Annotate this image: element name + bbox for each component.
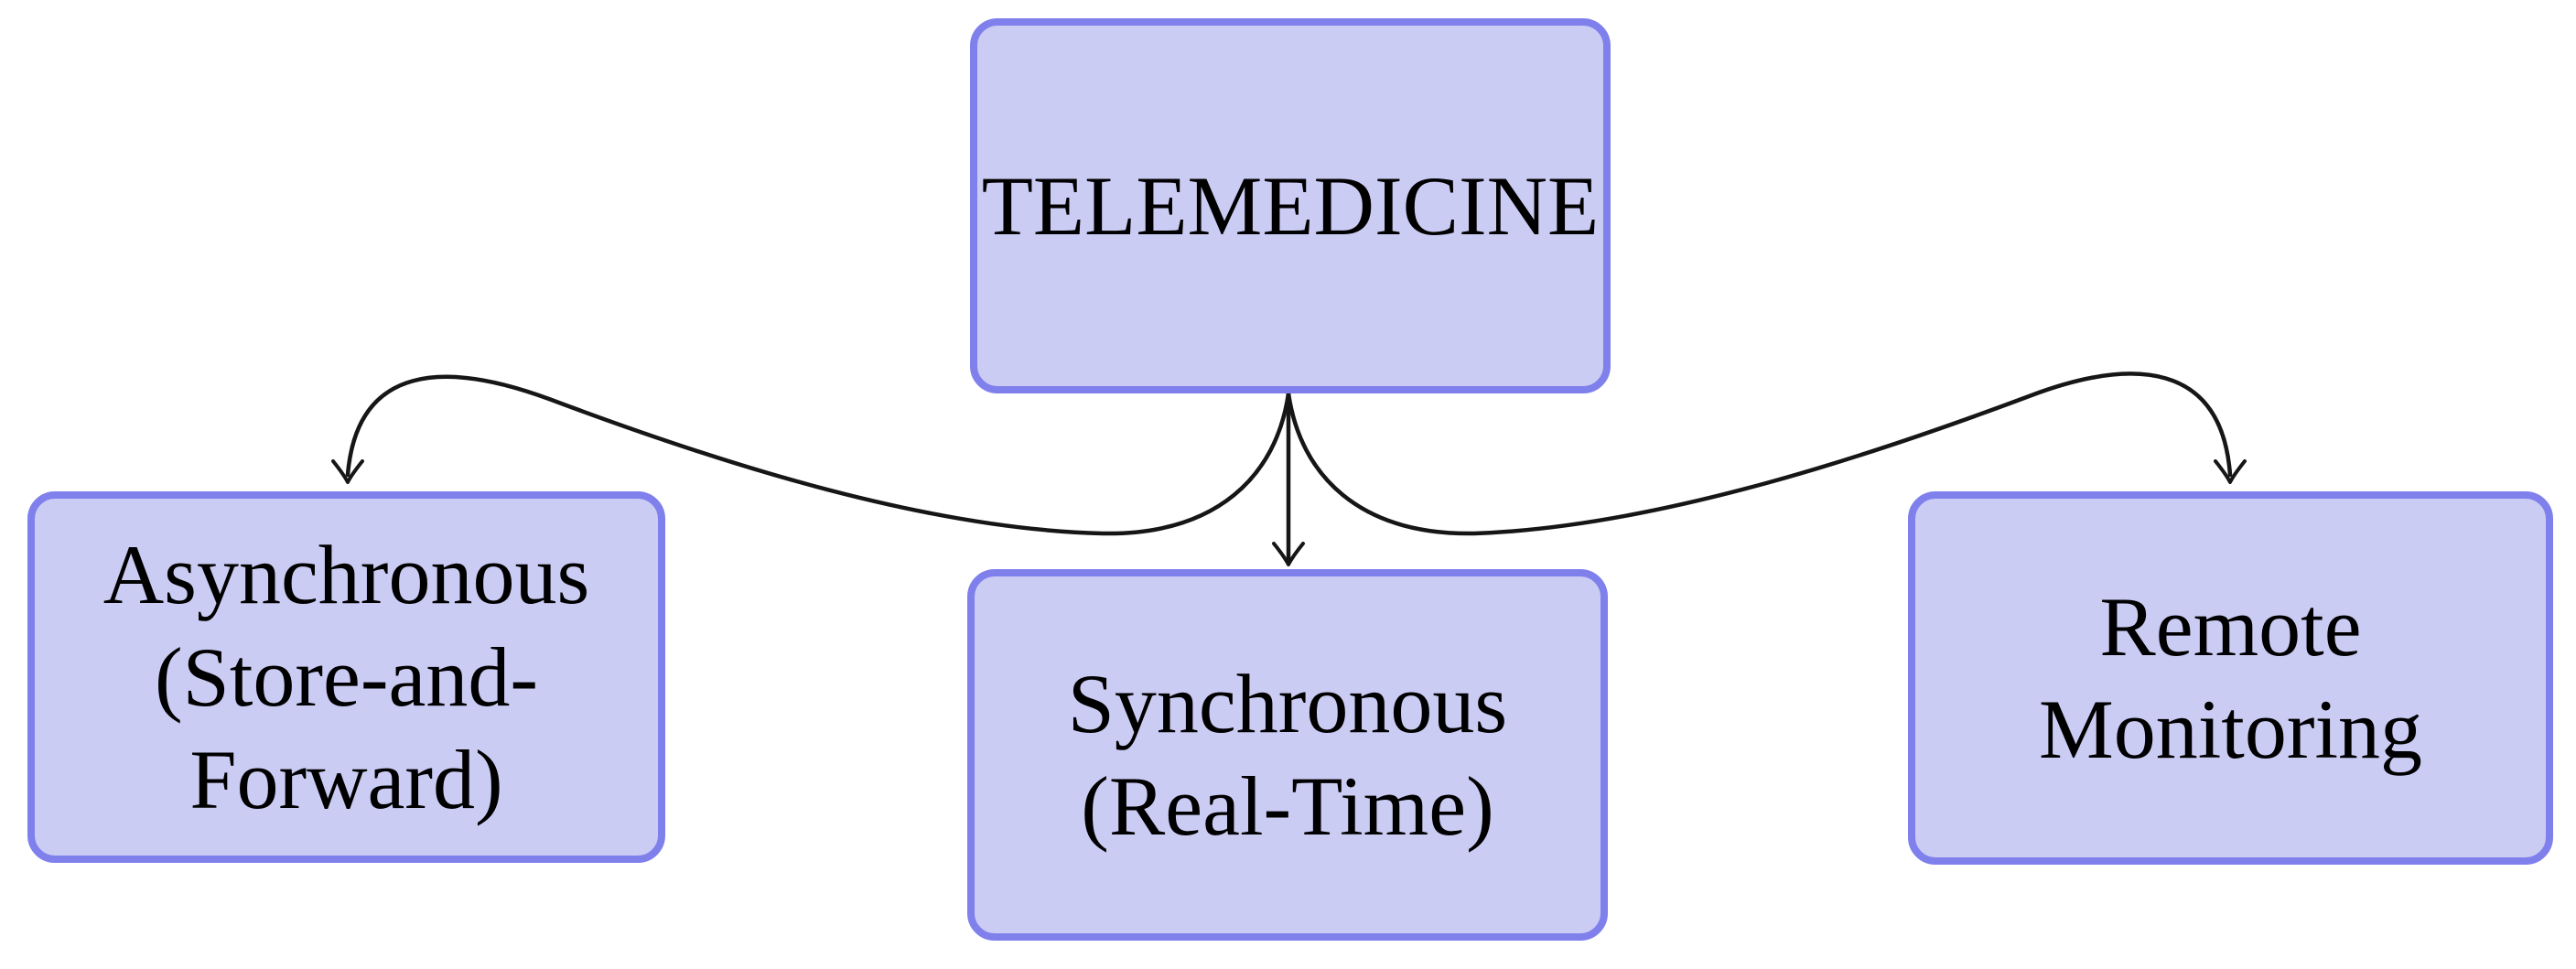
node-asynchronous-label-line-3: Forward) [189,733,503,826]
arrowhead-synchronous [1272,542,1305,566]
node-synchronous-label-line-2: (Real-Time) [1081,759,1494,853]
node-asynchronous-label-line-1: Asynchronous [102,528,590,621]
node-remote-monitoring: Remote Monitoring [1908,491,2553,865]
node-remote-label-line-2: Monitoring [2038,683,2423,776]
edge-telemedicine-asynchronous [345,374,1291,536]
node-remote-label-line-1: Remote [2099,580,2362,673]
node-asynchronous-label-line-2: (Store-and- [155,630,538,724]
arrowhead-asynchronous [331,459,364,484]
node-synchronous: Synchronous (Real-Time) [967,569,1608,941]
node-asynchronous: Asynchronous (Store-and- Forward) [27,491,665,863]
arrowhead-remote [2214,459,2247,484]
node-telemedicine-label: TELEMEDICINE [981,159,1600,253]
node-synchronous-label-line-1: Synchronous [1067,657,1508,750]
edge-telemedicine-remote [1286,371,2233,536]
node-telemedicine: TELEMEDICINE [970,18,1611,393]
